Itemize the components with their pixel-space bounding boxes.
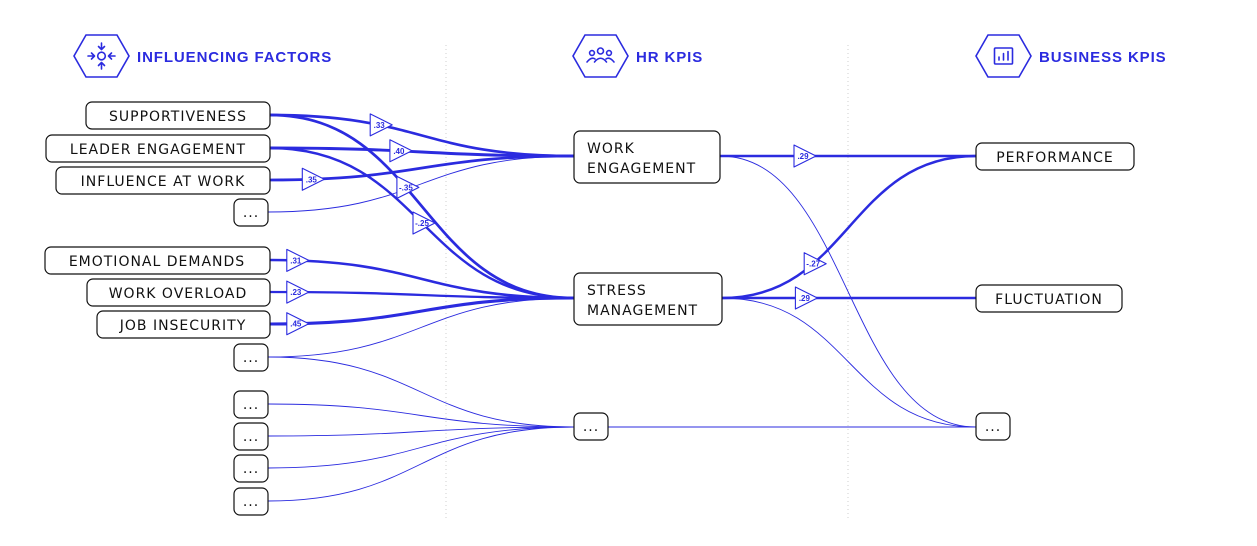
arrows-converge-icon [73,34,130,78]
people-group-icon [572,34,629,78]
edge-stress-management-to-performance [721,154,977,300]
edge-ellipsis-2-to-stress-management [267,297,575,358]
node-stress-management: STRESS MANAGEMENT [573,272,723,326]
weight-value: .33 [374,121,386,130]
weight-marker [286,280,310,304]
weight-marker [286,248,310,272]
node-fluctuation: FLUCTUATION [975,284,1123,313]
node-label: EMOTIONAL DEMANDS [69,254,245,270]
node-label: FLUCTUATION [995,292,1103,308]
node-label: WORK [587,141,635,157]
weight-label: .40 [389,139,413,163]
node-ellipsis: ... [233,343,269,372]
node-performance: PERFORMANCE [975,142,1135,171]
node-work-engagement: WORK ENGAGEMENT [573,130,721,184]
weight-label: .29 [793,144,817,168]
node-ellipsis: ... [233,390,269,419]
node-ellipsis: ... [233,487,269,516]
header-business-kpis: BUSINESS KPIS [975,34,1167,78]
edge-work-engagement-to-biz-ellipsis [719,155,977,428]
node-biz-ellipsis: ... [975,412,1011,441]
weight-marker [412,211,436,235]
weight-marker [286,312,310,336]
edge-supportiveness-to-work-engagement [269,113,575,158]
weight-value: -.27 [806,260,820,269]
node-ellipsis: ... [233,198,269,227]
weight-label: .45 [286,312,310,336]
edge-job-insecurity-to-stress-management [269,296,575,326]
header-influencing-factors: INFLUENCING FACTORS [73,34,332,78]
weight-value: .23 [290,288,302,297]
node-label: ... [583,419,599,435]
weight-marker [396,175,420,199]
node-job-insecurity: JOB INSECURITY [96,310,271,339]
weight-value: .35 [306,175,318,184]
node-leader-engagement: LEADER ENGAGEMENT [45,134,271,163]
node-label: MANAGEMENT [587,303,698,319]
node-label: ... [243,461,259,477]
weight-value: .29 [797,152,809,161]
edge-stress-management-to-biz-ellipsis [721,297,977,428]
weight-marker [369,113,393,137]
node-label: INFLUENCE AT WORK [81,174,246,190]
weight-value: -.25 [415,219,429,228]
weight-label: -.35 [396,175,420,199]
node-label: WORK OVERLOAD [109,286,248,302]
weight-label: .35 [301,167,325,191]
weight-label: .33 [369,113,393,137]
node-work-overload: WORK OVERLOAD [86,278,271,307]
node-emotional-demands: EMOTIONAL DEMANDS [44,246,271,275]
weight-marker [793,144,817,168]
weight-marker [794,286,818,310]
weight-label: -.25 [412,211,436,235]
column-title: INFLUENCING FACTORS [137,49,332,66]
column-title: BUSINESS KPIS [1039,49,1167,66]
header-hr-kpis: HR KPIS [572,34,703,78]
edge-emotional-demands-to-stress-management [269,258,575,300]
weight-marker [803,252,827,276]
weight-value: .45 [290,320,302,329]
node-ellipsis: ... [233,422,269,451]
edge-ellipsis-4-to-hr-ellipsis [267,426,575,437]
edge-ellipsis-2-to-hr-ellipsis [267,356,575,428]
bar-chart-icon [975,34,1032,78]
weights-layer: .33 .40 .35 -.35 -.25 .31 .23 .45 .29 -.27 .29 [286,113,827,336]
edge-ellipsis-5-to-hr-ellipsis [267,426,575,469]
edge-ellipsis-1-to-work-engagement [267,155,575,213]
node-label: ... [243,397,259,413]
node-label: SUPPORTIVENESS [109,109,247,125]
node-influence-at-work: INFLUENCE AT WORK [55,166,271,195]
node-label: ... [243,494,259,510]
node-label: PERFORMANCE [996,150,1114,166]
node-label: ... [243,429,259,445]
weight-value: .40 [393,147,405,156]
node-label: JOB INSECURITY [119,318,247,334]
edge-ellipsis-6-to-hr-ellipsis [267,426,575,502]
column-title: HR KPIS [636,49,703,66]
node-ellipsis: ... [233,454,269,483]
weight-value: .29 [799,294,811,303]
weight-label: -.27 [803,252,827,276]
weight-value: .31 [290,256,302,265]
node-label: LEADER ENGAGEMENT [70,142,246,158]
weight-marker [301,167,325,191]
node-label: ... [243,350,259,366]
node-label: ENGAGEMENT [587,161,696,177]
edge-ellipsis-3-to-hr-ellipsis [267,403,575,428]
weight-label: .31 [286,248,310,272]
edge-supportiveness-to-stress-management [269,113,575,300]
weight-label: .29 [794,286,818,310]
node-supportiveness: SUPPORTIVENESS [85,101,271,130]
edge-leader-engagement-to-work-engagement [269,146,575,158]
node-hr-ellipsis: ... [573,412,609,441]
node-label: ... [243,205,259,221]
weight-value: -.35 [399,183,413,192]
node-label: ... [985,419,1001,435]
weight-marker [389,139,413,163]
node-label: STRESS [587,283,647,299]
weight-label: .23 [286,280,310,304]
